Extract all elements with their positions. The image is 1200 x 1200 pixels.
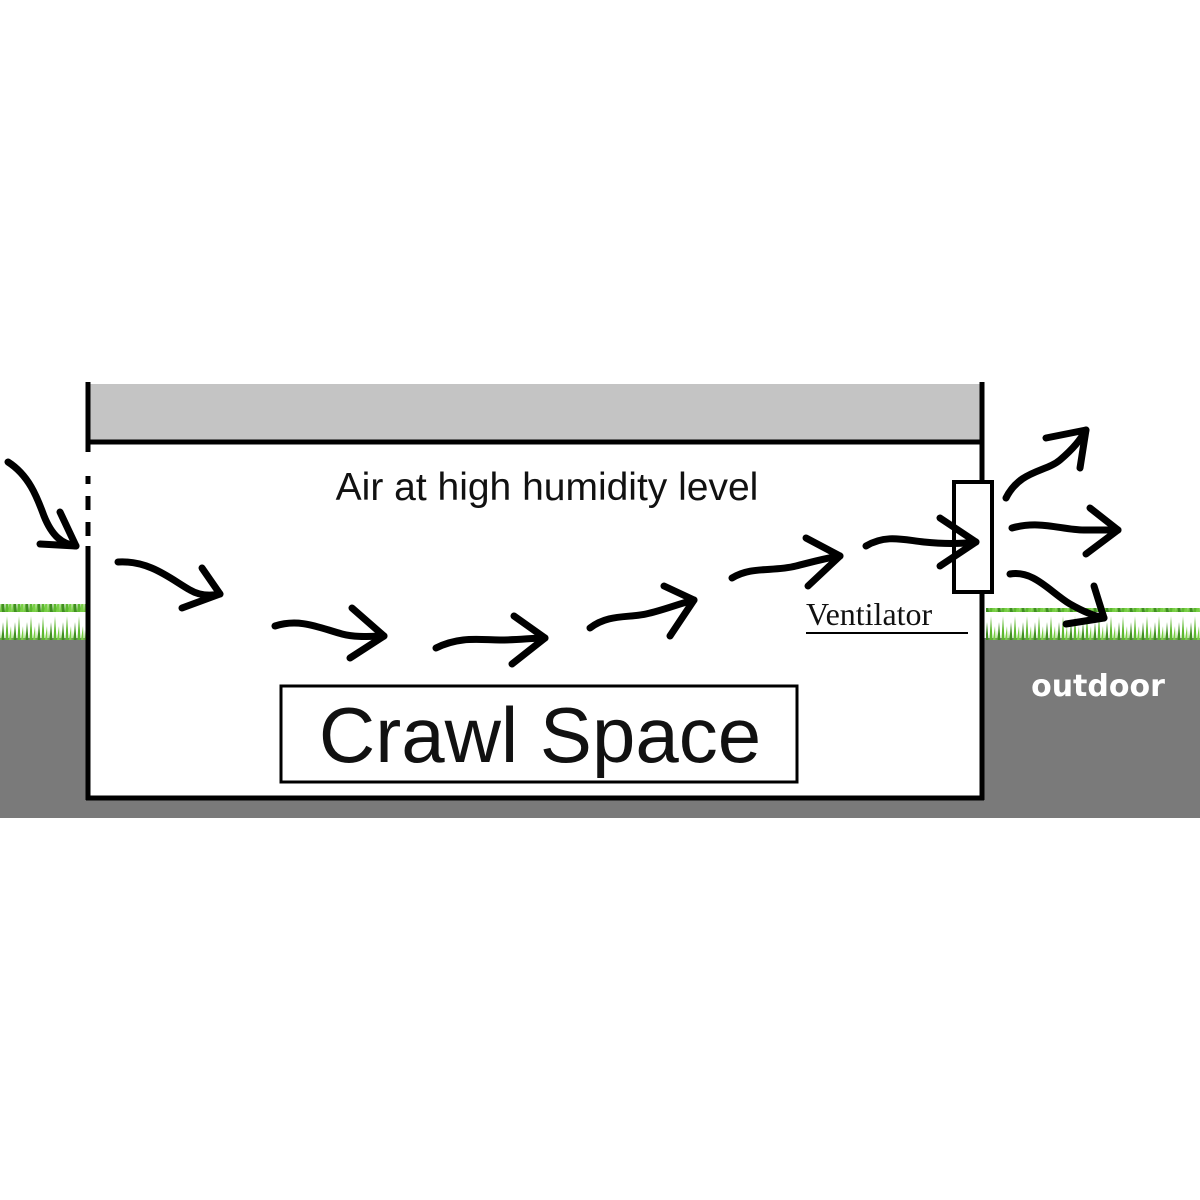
curved-arrow-icon (4, 458, 80, 550)
floor-slab (88, 384, 982, 442)
arrow-5 (728, 534, 844, 590)
curved-arrow-icon (1006, 570, 1108, 622)
arrow-out-mid (1008, 504, 1122, 558)
curved-arrow-icon (586, 596, 698, 632)
humidity-label: Air at high humidity level (336, 466, 759, 509)
outdoor-label: outdoor (1031, 669, 1165, 704)
arrow-4 (586, 582, 698, 640)
arrow-1 (114, 558, 224, 612)
arrow-out-down (1006, 570, 1108, 628)
ventilator-label: Ventilator (806, 596, 933, 632)
arrow-inlet (4, 458, 80, 550)
curved-arrow-icon (432, 634, 549, 652)
curved-arrow-icon (1002, 426, 1090, 502)
crawl-space-label: Crawl Space (319, 691, 761, 779)
grass-left (0, 604, 88, 640)
arrow-6 (862, 514, 980, 570)
arrow-2 (271, 604, 388, 662)
arrow-3 (432, 612, 549, 668)
crawl-space-label-box (279, 684, 799, 784)
grass-icon (0, 604, 88, 640)
curved-arrow-icon (1008, 521, 1122, 534)
crawl-space-outline (85, 382, 985, 801)
curved-arrow-icon (862, 535, 980, 550)
arrow-out-up (1002, 426, 1090, 502)
curved-arrow-icon (728, 552, 844, 582)
curved-arrow-icon (271, 619, 388, 640)
